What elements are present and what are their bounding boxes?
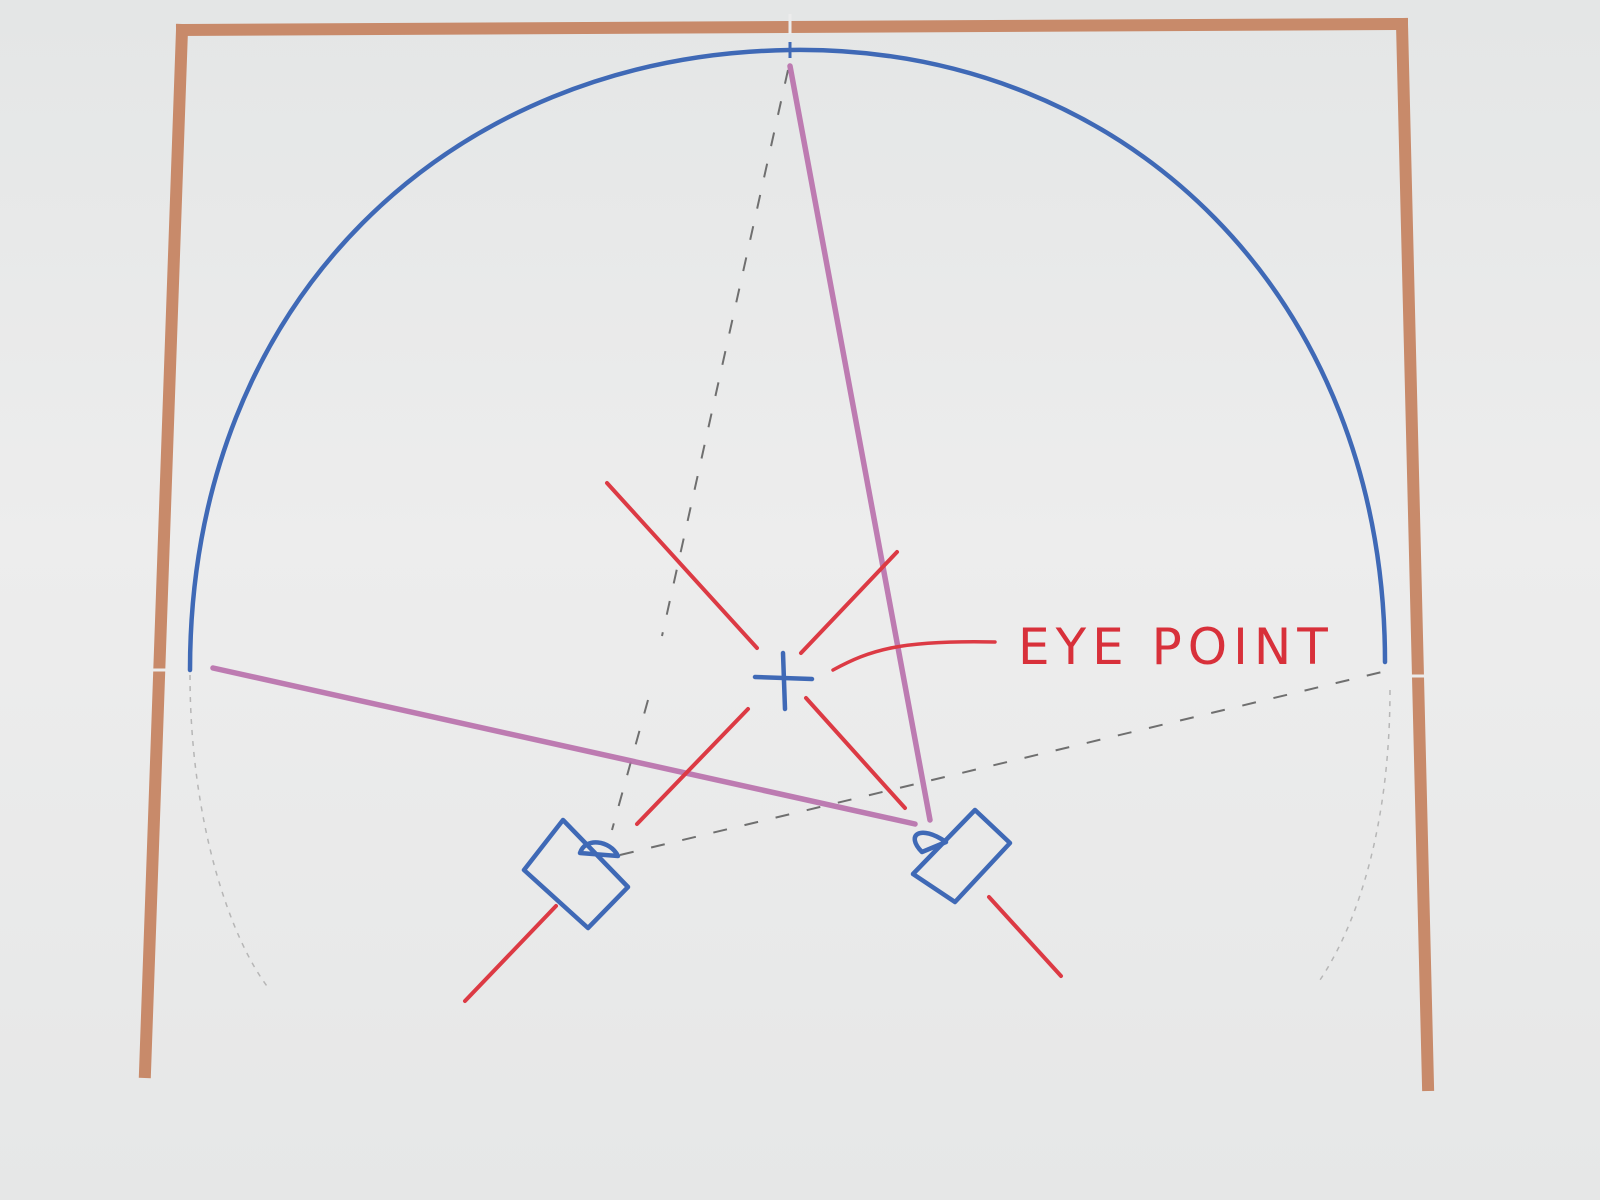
axis-se-segment: [804, 696, 907, 810]
pencil-circle-arc: [189, 674, 1391, 991]
camera-axes: [463, 481, 1063, 1003]
dashed-guide-horizontal: [619, 671, 1383, 856]
dashed-guide-left-camera: [611, 699, 649, 831]
eye-point-leader-line: [831, 640, 997, 672]
dashed-guide-vertical: [661, 69, 789, 637]
eye-point-vertical-stroke: [780, 650, 788, 712]
sightline-to-top: [787, 63, 933, 823]
frame-top-edge: [175, 17, 1409, 37]
axis-nw-segment: [605, 481, 759, 650]
axis-ne-segment: [799, 550, 899, 655]
axis-sw-segment: [635, 707, 750, 826]
right-camera-axis-tail: [987, 895, 1063, 978]
eye-point-marker: [752, 650, 815, 712]
eye-point-horizontal-stroke: [752, 674, 815, 682]
right-camera-icon: [910, 807, 1013, 905]
eye-point-label: EYE POINT: [1018, 618, 1334, 676]
frame-right-wall: [1395, 17, 1435, 1092]
sightlines: [210, 63, 933, 827]
frame-breaks: [148, 14, 1426, 678]
left-camera-icon: [521, 817, 631, 931]
left-camera-axis-tail: [463, 904, 558, 1003]
dome-arc: [187, 47, 1388, 673]
dashed-guides: [611, 69, 1383, 856]
sightline-to-left: [210, 665, 918, 827]
frame: [138, 17, 1435, 1092]
frame-left-wall: [138, 23, 189, 1079]
